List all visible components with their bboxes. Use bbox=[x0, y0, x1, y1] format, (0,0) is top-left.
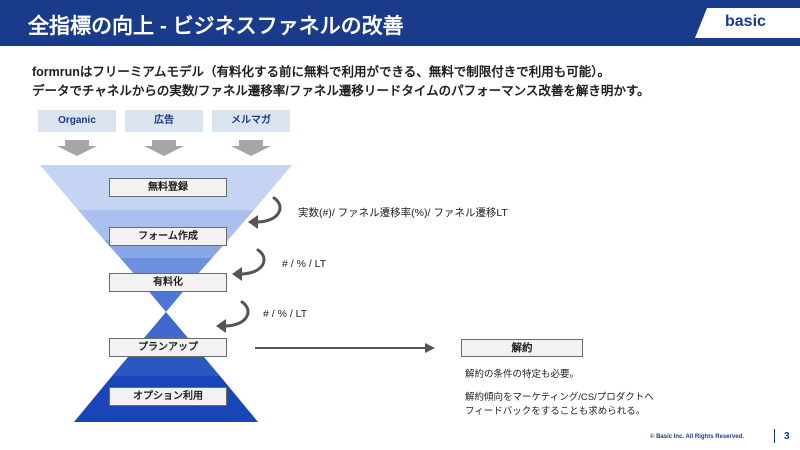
page-number: 3 bbox=[784, 431, 790, 442]
funnel-band-8 bbox=[112, 357, 220, 376]
source-organic: Organic bbox=[38, 110, 116, 132]
funnel-band-6 bbox=[144, 312, 188, 338]
metric-label-signup-to-form: 実数(#)/ ファネル遷移率(%)/ ファネル遷移LT bbox=[298, 207, 508, 219]
down-arrow-icon bbox=[144, 140, 184, 156]
curved-arrow-icon bbox=[232, 248, 266, 281]
page-title: 全指標の向上 - ビジネスファネルの改善 bbox=[28, 15, 404, 38]
down-arrow-icon bbox=[231, 140, 271, 156]
churn-note-2-line-2: フィードバックをすることも求められる。 bbox=[465, 406, 646, 417]
brand-tab: basic bbox=[695, 8, 800, 38]
funnel-band-4 bbox=[120, 258, 212, 276]
brand-logo-text: basic bbox=[725, 13, 766, 30]
stage-paid-conversion: 有料化 bbox=[109, 273, 227, 292]
stage-free-signup: 無料登録 bbox=[109, 178, 227, 197]
lead-text-line-2: データでチャネルからの実数/ファネル遷移率/ファネル遷移リードタイムのパフォーマ… bbox=[32, 84, 650, 98]
metric-label-form-to-paid: # / % / LT bbox=[282, 258, 327, 270]
churn-note-2-line-1: 解約傾向をマーケティング/CS/プロダクトへ bbox=[465, 392, 654, 403]
source-ads: 広告 bbox=[125, 110, 203, 132]
curved-arrow-icon bbox=[216, 300, 250, 333]
footer-divider bbox=[774, 429, 775, 443]
curved-arrow-icon bbox=[248, 196, 282, 229]
lead-text-line-1: formrunはフリーミアムモデル（有料化する前に無料で利用ができる、無料で制限… bbox=[32, 65, 611, 79]
churn-box: 解約 bbox=[461, 339, 583, 357]
down-arrow-icon bbox=[57, 140, 97, 156]
churn-note-1: 解約の条件の特定も必要。 bbox=[465, 369, 580, 380]
copyright-text: © Basic Inc. All Rights Reserved. bbox=[650, 434, 744, 440]
source-mail-magazine: メルマガ bbox=[212, 110, 290, 132]
stage-form-creation: フォーム作成 bbox=[109, 227, 227, 246]
stage-option-usage: オプション利用 bbox=[109, 387, 227, 406]
header-bar: 全指標の向上 - ビジネスファネルの改善 basic bbox=[0, 0, 800, 46]
right-arrow-icon bbox=[255, 343, 435, 353]
metric-label-paid-to-upgrade: # / % / LT bbox=[263, 308, 308, 320]
stage-plan-upgrade: プランアップ bbox=[109, 338, 227, 357]
